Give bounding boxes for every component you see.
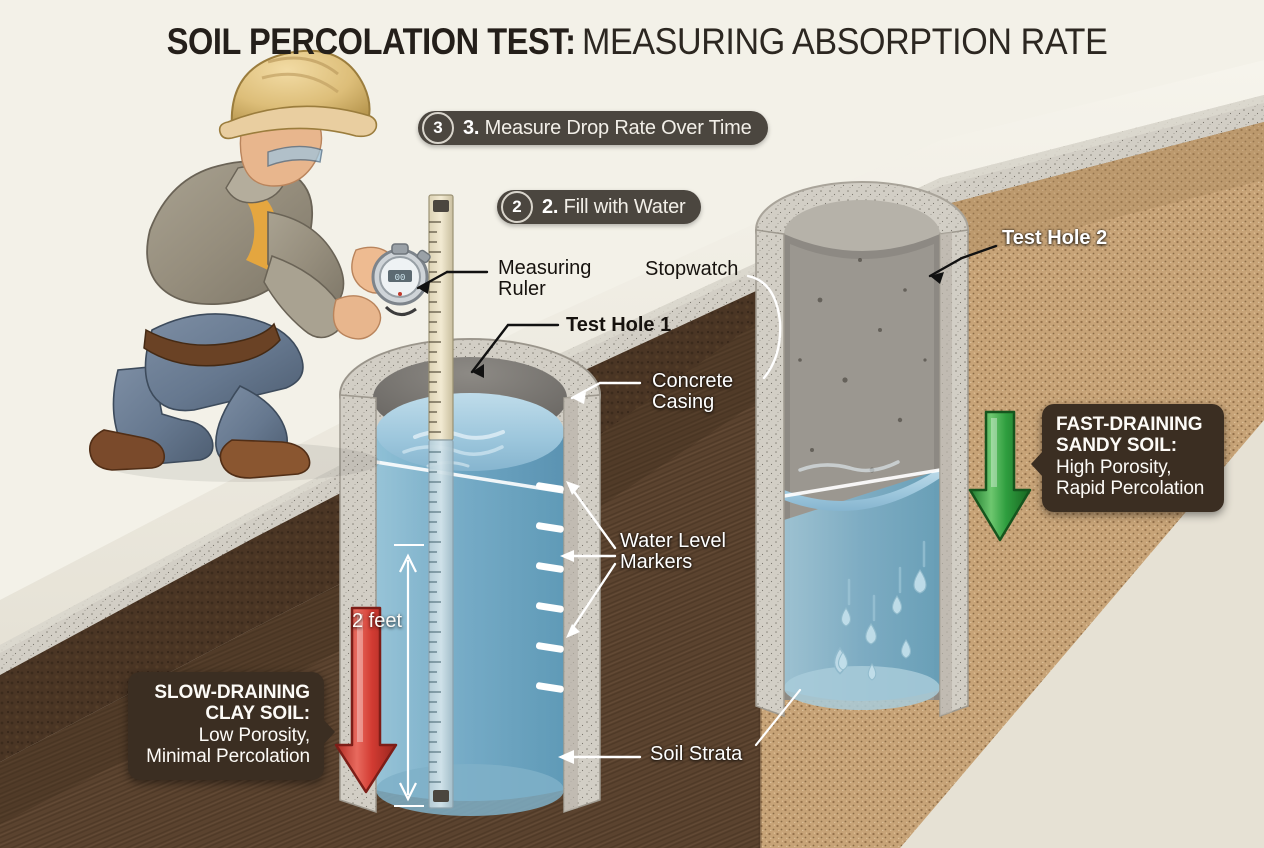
callout-sandy-soil: FAST-DRAINING SANDY SOIL: High Porosity,…	[1031, 404, 1224, 512]
step-2-text: Fill with Water	[563, 195, 686, 218]
droplets-group	[837, 540, 927, 681]
label-measuring-ruler: Measuring Ruler	[498, 257, 592, 300]
callout-clay-body: Low Porosity, Minimal Percolation	[146, 724, 310, 768]
step-3-number: 3	[422, 112, 454, 144]
sandy-fast-drain-arrow	[968, 410, 1032, 542]
callout-clay-soil: SLOW-DRAINING CLAY SOIL: Low Porosity, M…	[128, 672, 335, 780]
label-soil-strata: Soil Strata	[650, 743, 743, 765]
dimension-line-2-feet	[394, 544, 424, 807]
label-dimension-2-feet: 2 feet	[352, 610, 403, 632]
step-badge-3[interactable]: 3 3. Measure Drop Rate Over Time	[418, 111, 768, 145]
water-level-marker-ticks	[535, 482, 564, 693]
svg-text:00: 00	[395, 273, 406, 283]
callout-sandy-body: High Porosity, Rapid Percolation	[1056, 456, 1205, 500]
callout-sandy-title: FAST-DRAINING SANDY SOIL:	[1056, 414, 1203, 457]
title-strong-part: SOIL PERCOLATION TEST:	[166, 21, 576, 62]
step-badge-2[interactable]: 2 2. Fill with Water	[497, 190, 702, 224]
step-2-label: 2. Fill with Water	[542, 195, 686, 219]
step-3-text: Measure Drop Rate Over Time	[484, 116, 752, 139]
callout-sandy-pointer	[1031, 451, 1043, 478]
label-test-hole-1: Test Hole 1	[566, 314, 672, 336]
step-2-number: 2	[501, 191, 533, 223]
callout-clay-title: SLOW-DRAINING CLAY SOIL:	[154, 682, 310, 725]
measuring-ruler-graphic	[428, 194, 454, 809]
leader-lines	[416, 244, 998, 764]
stopwatch-graphic: 00	[371, 243, 431, 316]
worker-figure	[88, 49, 401, 482]
page-title: SOIL PERCOLATION TEST: MEASURING ABSORPT…	[0, 14, 1264, 70]
test-hole-1-graphic	[339, 338, 601, 816]
step-3-label: 3. Measure Drop Rate Over Time	[463, 117, 752, 140]
label-water-level-markers: Water Level Markers	[620, 530, 726, 573]
label-concrete-casing: Concrete Casing	[652, 370, 734, 413]
clay-slow-drain-arrow	[334, 606, 398, 794]
test-hole-2-graphic	[755, 181, 969, 718]
title-rest-part: MEASURING ABSORPTION RATE	[581, 21, 1108, 62]
step-3-index: 3.	[463, 116, 480, 139]
callout-clay-pointer	[323, 719, 335, 746]
step-2-index: 2.	[542, 195, 559, 218]
label-stopwatch: Stopwatch	[645, 258, 739, 280]
label-test-hole-2: Test Hole 2	[1002, 227, 1108, 249]
